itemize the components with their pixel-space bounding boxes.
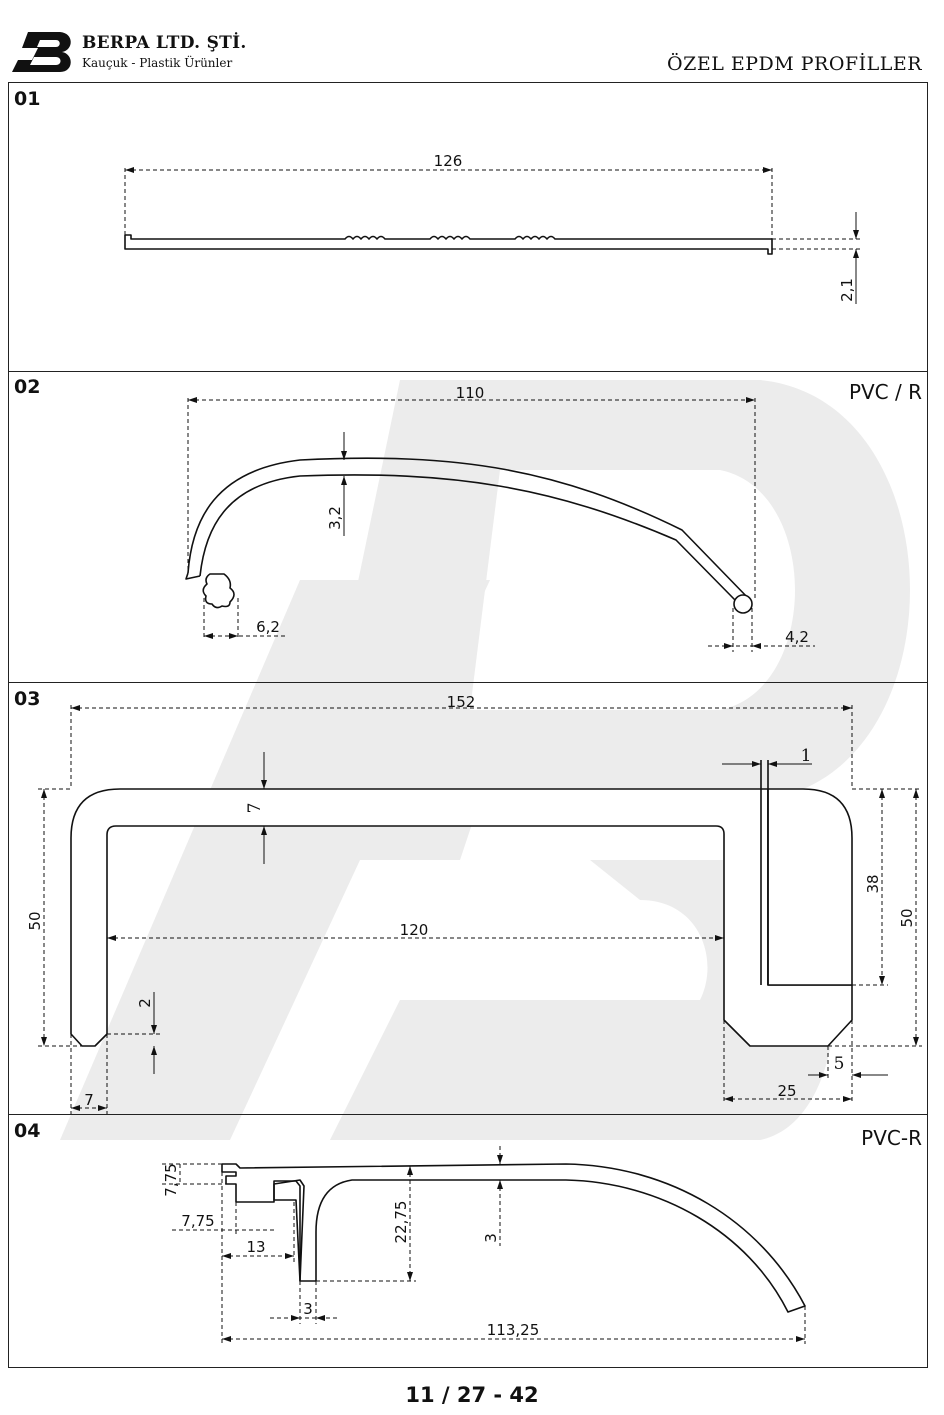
drawing-frame (8, 82, 928, 1368)
dimension-label: 50 (898, 908, 916, 927)
dimension-label: 126 (434, 152, 463, 170)
section-divider (8, 682, 928, 683)
dimension-label: 152 (447, 693, 476, 711)
dimension-label: 7 (245, 803, 265, 814)
dimension-label: 6,2 (256, 618, 280, 636)
section-material: PVC-R (861, 1126, 922, 1150)
dimension-label: 3 (482, 1233, 500, 1243)
dimension-label: 7 (84, 1091, 94, 1109)
dimension-label: 25 (777, 1082, 796, 1100)
dimension-label: 1 (801, 746, 812, 766)
dimension-label: 110 (456, 384, 485, 402)
page-number: 11 / 27 - 42 (405, 1383, 539, 1407)
section-number: 02 (14, 376, 41, 398)
page-header: BERPA LTD. ŞTİ. Kauçuk - Plastik Ürünler… (0, 0, 944, 82)
section-divider (8, 1114, 928, 1115)
section-number: 01 (14, 88, 41, 110)
company-name: BERPA LTD. ŞTİ. (82, 33, 247, 53)
dimension-label: 2 (136, 998, 154, 1008)
dimension-label: 7,75 (181, 1212, 214, 1230)
profile-02 (185, 397, 815, 652)
profile-03 (38, 705, 922, 1114)
section-divider (8, 371, 928, 372)
document-title: ÖZEL EPDM PROFİLLER (667, 53, 922, 75)
dimension-label: 3,2 (326, 506, 344, 530)
company-tagline: Kauçuk - Plastik Ürünler (82, 56, 233, 70)
dimension-label: 38 (864, 874, 882, 893)
profile-04 (162, 1146, 806, 1344)
dimension-label: 13 (246, 1238, 265, 1256)
dimension-label: 7,75 (162, 1163, 180, 1196)
berpa-logo-icon (12, 32, 71, 72)
dimension-label: 3 (303, 1300, 313, 1318)
dimension-label: 113,25 (487, 1321, 540, 1339)
section-material: PVC / R (848, 380, 922, 404)
profile-01 (124, 167, 862, 304)
dimension-label: 2,1 (838, 278, 856, 302)
dimension-label: 4,2 (785, 628, 809, 646)
section-number: 03 (14, 688, 41, 710)
dimension-label: 5 (834, 1054, 845, 1074)
section-number: 04 (14, 1120, 41, 1142)
dimension-label: 50 (26, 911, 44, 930)
dimension-label: 120 (400, 921, 429, 939)
dimension-label: 22,75 (392, 1201, 410, 1244)
